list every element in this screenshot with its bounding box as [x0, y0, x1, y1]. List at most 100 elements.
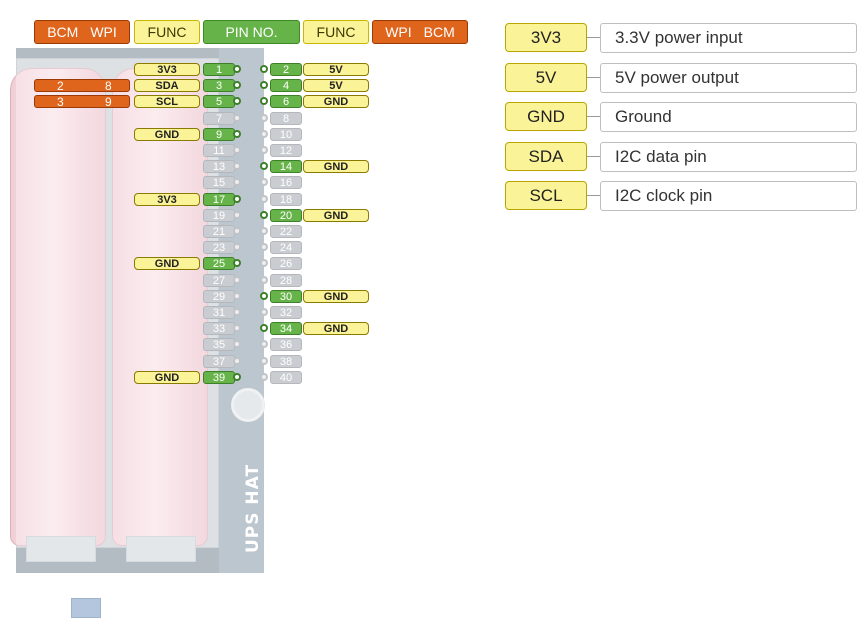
pin-34-pad: [260, 324, 268, 333]
right-func-34: GND: [303, 322, 369, 336]
wpi-number: 9: [105, 95, 112, 110]
pin-4: 4: [270, 79, 302, 93]
left-func-25: GND: [134, 257, 200, 271]
left-func-5: SCL: [134, 95, 200, 109]
header-left-gpio: BCM WPI: [34, 20, 130, 44]
right-func-14: GND: [303, 160, 369, 174]
pin-10-pad: [260, 129, 268, 138]
pin-29-pad: [233, 291, 241, 300]
right-func-30: GND: [303, 289, 369, 303]
legend-connector: [587, 37, 603, 38]
pin-39-pad: [233, 372, 241, 381]
pin-14: 14: [270, 160, 302, 174]
pin-19-pad: [233, 210, 241, 219]
right-func-4: 5V: [303, 79, 369, 93]
pin-15-pad: [233, 178, 241, 187]
left-func-39: GND: [134, 370, 200, 384]
pin-15: 15: [203, 176, 235, 190]
wpi-number: 8: [105, 79, 112, 94]
right-func-20: GND: [303, 208, 369, 222]
pin-9-pad: [233, 129, 241, 138]
battery-cell-left: [10, 68, 106, 546]
pin-36: 36: [270, 338, 302, 352]
pin-8-pad: [260, 113, 268, 122]
legend-desc-3v3: 3.3V power input: [600, 23, 857, 53]
legend-desc-gnd: Ground: [600, 102, 857, 132]
legend-tag-sda: SDA: [505, 141, 587, 171]
pin-1-pad: [233, 65, 241, 73]
pin-2: 2: [270, 63, 302, 76]
pin-19: 19: [203, 208, 235, 222]
pin-13-pad: [233, 162, 241, 171]
pin-4-pad: [260, 81, 268, 90]
left-func-17: 3V3: [134, 192, 200, 206]
right-func-6: GND: [303, 95, 369, 109]
legend-connector: [587, 195, 603, 196]
pin-9: 9: [203, 127, 235, 141]
pin-5: 5: [203, 95, 235, 109]
pin-3: 3: [203, 79, 235, 93]
pin-31-pad: [233, 308, 241, 316]
pin-26: 26: [270, 257, 302, 271]
legend-connector: [587, 155, 603, 157]
battery-clip-right: [126, 536, 196, 562]
pin-28: 28: [270, 273, 302, 287]
header-wpi-label: WPI: [90, 24, 117, 40]
header-pin-no: PIN NO.: [203, 20, 300, 44]
pin-28-pad: [260, 275, 268, 284]
pin-10: 10: [270, 127, 302, 141]
header-bcm-label: BCM: [47, 24, 79, 40]
pin-22-pad: [260, 227, 268, 235]
pin-40-pad: [260, 372, 268, 381]
usb-port: [71, 598, 101, 618]
pin-33-pad: [233, 324, 241, 333]
pin-36-pad: [260, 340, 268, 349]
pin-17-pad: [233, 194, 241, 203]
pin-1: 1: [203, 63, 235, 76]
header-right-gpio: WPI BCM: [372, 20, 468, 44]
legend-tag-5v: 5V: [505, 62, 587, 92]
pin-23-pad: [233, 243, 241, 252]
pin-22: 22: [270, 225, 302, 238]
pin-7: 7: [203, 111, 235, 125]
pin-38-pad: [260, 356, 268, 365]
pin-21: 21: [203, 225, 235, 238]
pin-21-pad: [233, 227, 241, 235]
pin-5-pad: [233, 97, 241, 106]
pin-27: 27: [203, 273, 235, 287]
pin-16: 16: [270, 176, 302, 190]
pin-25-pad: [233, 259, 241, 268]
right-func-2: 5V: [303, 63, 369, 76]
pin-31: 31: [203, 306, 235, 319]
pin-24-pad: [260, 243, 268, 252]
pin-6-pad: [260, 97, 268, 106]
pin-27-pad: [233, 275, 241, 284]
pin-32-pad: [260, 308, 268, 316]
battery-clip-left: [26, 536, 96, 562]
pin-11-pad: [233, 146, 241, 154]
pin-17: 17: [203, 192, 235, 206]
pin-2-pad: [260, 65, 268, 73]
pin-6: 6: [270, 95, 302, 109]
pin-8: 8: [270, 111, 302, 125]
pin-12: 12: [270, 144, 302, 157]
header-left-func: FUNC: [134, 20, 200, 44]
legend-tag-3v3: 3V3: [505, 23, 587, 52]
mounting-hole: [231, 388, 265, 422]
pin-35: 35: [203, 338, 235, 352]
pin-40: 40: [270, 370, 302, 384]
header-wpi-label-right: WPI: [385, 24, 412, 40]
pin-14-pad: [260, 162, 268, 171]
legend-connector: [587, 116, 603, 117]
pin-20: 20: [270, 208, 302, 222]
pin-24: 24: [270, 241, 302, 255]
pin-26-pad: [260, 259, 268, 268]
left-func-3: SDA: [134, 79, 200, 93]
pin-16-pad: [260, 178, 268, 187]
pin-32: 32: [270, 306, 302, 319]
pin-29: 29: [203, 289, 235, 303]
pin-12-pad: [260, 146, 268, 154]
legend-tag-gnd: GND: [505, 102, 587, 131]
left-func-1: 3V3: [134, 63, 200, 76]
